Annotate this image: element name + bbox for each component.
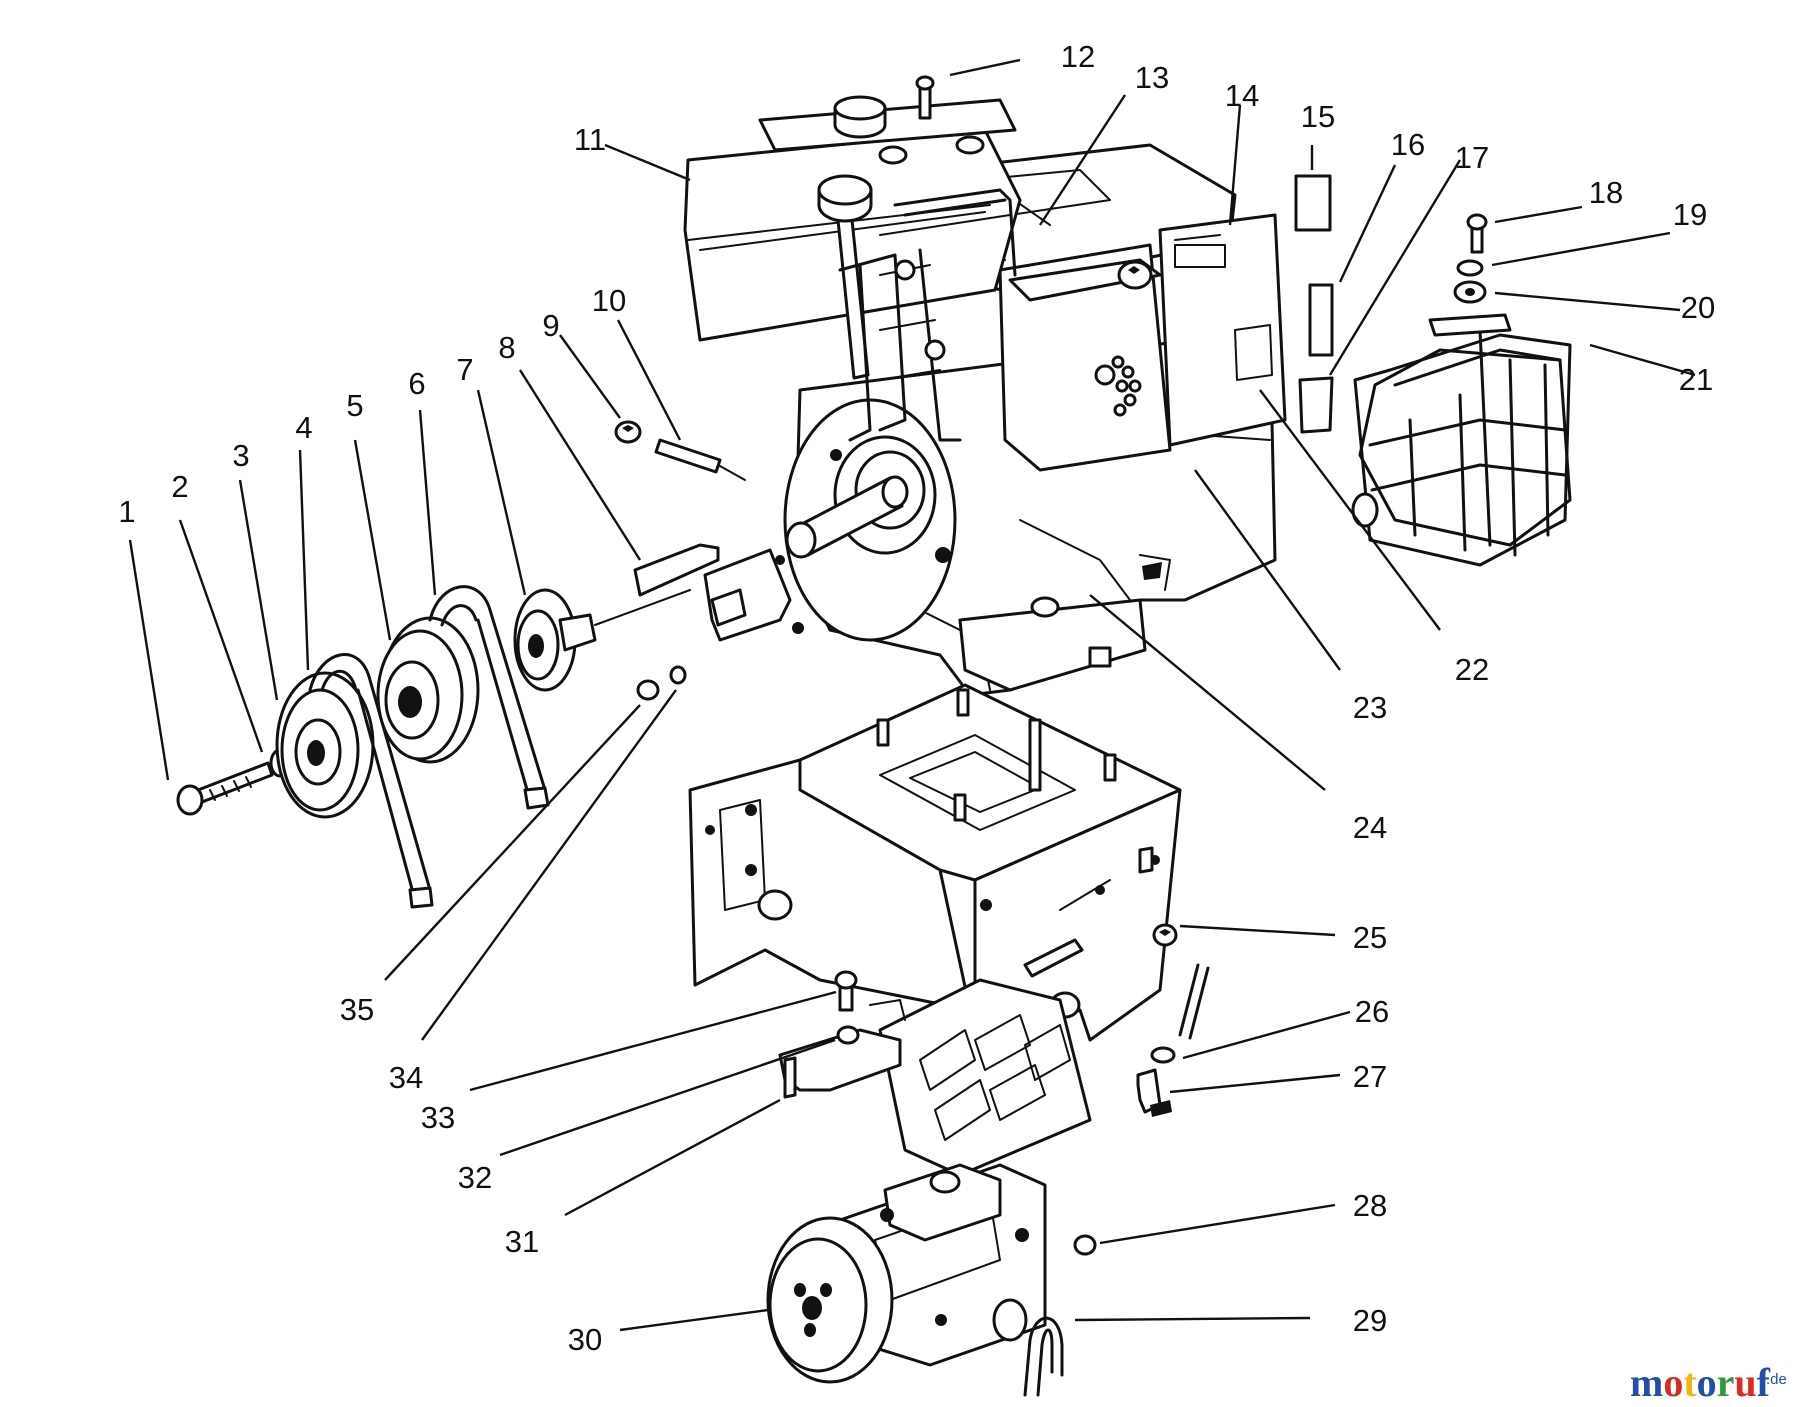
- part-8-pulley: [513, 588, 691, 692]
- watermark-letter: m: [1630, 1360, 1663, 1405]
- callout-6: 6: [408, 366, 425, 401]
- part-28-nut: [1073, 1234, 1097, 1256]
- callout-16: 16: [1391, 127, 1425, 162]
- callout-31: 31: [505, 1224, 539, 1259]
- watermark-letter: t: [1683, 1360, 1697, 1405]
- watermark: motoruf .de: [1630, 1360, 1787, 1405]
- callout-10: 10: [592, 283, 626, 318]
- part-1-bolt: [176, 761, 274, 816]
- part-16-decal: [1308, 283, 1334, 357]
- callout-labels: 1 2 3 4 5 6 7 8 9 10 11 12 13 14 15 16 1…: [118, 39, 1715, 1357]
- part-10-key: [654, 438, 722, 474]
- callout-26: 26: [1355, 994, 1389, 1029]
- callout-19: 19: [1673, 197, 1707, 232]
- small-hardware: [834, 174, 1572, 1256]
- part-4-pulley: [275, 671, 375, 819]
- part-26-rod: [1178, 963, 1200, 1037]
- callout-29: 29: [1353, 1303, 1387, 1338]
- part-32-washer: [836, 1025, 860, 1045]
- callout-23: 23: [1353, 690, 1387, 725]
- drive-parts: [176, 420, 804, 909]
- callout-20: 20: [1681, 290, 1715, 325]
- watermark-letter: o: [1663, 1360, 1683, 1405]
- part-30-pulley: [766, 1216, 894, 1384]
- base-nut: [1030, 596, 1060, 618]
- callout-35: 35: [340, 992, 374, 1027]
- part-35-screw: [636, 679, 660, 701]
- part-29-hose: [1023, 1316, 1064, 1397]
- part-7-belt: [428, 585, 547, 802]
- bolt-12-head: [915, 75, 935, 91]
- callout-24: 24: [1353, 810, 1387, 845]
- callout-30: 30: [568, 1322, 602, 1357]
- callout-33: 33: [421, 1100, 455, 1135]
- base-bolt-head: [1088, 646, 1112, 668]
- watermark-suffix: .de: [1766, 1371, 1787, 1388]
- callout-27: 27: [1353, 1059, 1387, 1094]
- callout-3: 3: [232, 438, 249, 473]
- callout-13: 13: [1135, 60, 1169, 95]
- callout-17: 17: [1455, 140, 1489, 175]
- watermark-letter: r: [1717, 1360, 1735, 1405]
- callout-34: 34: [389, 1060, 423, 1095]
- watermark-letter: f: [1757, 1360, 1771, 1405]
- transmission-assembly: [766, 978, 1092, 1397]
- part-6-pulley: [376, 616, 480, 764]
- callout-18: 18: [1589, 175, 1623, 210]
- part-27-fitting: [1136, 1068, 1162, 1114]
- callout-21: 21: [1679, 362, 1713, 397]
- leader-lines: [128, 58, 1696, 1332]
- part-15-decal: [1294, 174, 1332, 232]
- callout-14: 14: [1225, 78, 1259, 113]
- engine-assembly: [683, 75, 1287, 697]
- frame-assembly: [688, 683, 1182, 1052]
- callout-7: 7: [456, 352, 473, 387]
- callout-2: 2: [171, 469, 188, 504]
- belt-guide-bracket: [633, 543, 804, 642]
- watermark-letter: o: [1697, 1360, 1717, 1405]
- callout-9: 9: [542, 308, 559, 343]
- callout-4: 4: [295, 410, 312, 445]
- callout-28: 28: [1353, 1188, 1387, 1223]
- callout-8: 8: [498, 330, 515, 365]
- callout-15: 15: [1301, 99, 1335, 134]
- callout-11: 11: [574, 122, 606, 157]
- watermark-letter: u: [1734, 1360, 1756, 1405]
- part-19-lockwasher: [1456, 259, 1484, 277]
- callout-32: 32: [458, 1160, 492, 1195]
- part-17-decal: [1298, 376, 1334, 434]
- callout-25: 25: [1353, 920, 1387, 955]
- callout-22: 22: [1455, 652, 1489, 687]
- part-34-washer: [669, 665, 687, 685]
- callout-5: 5: [346, 388, 363, 423]
- part-21-muffler-guard: [1351, 313, 1572, 567]
- watermark-logo: motoruf: [1630, 1360, 1771, 1405]
- callout-12: 12: [1061, 39, 1095, 74]
- callout-1: 1: [118, 494, 135, 529]
